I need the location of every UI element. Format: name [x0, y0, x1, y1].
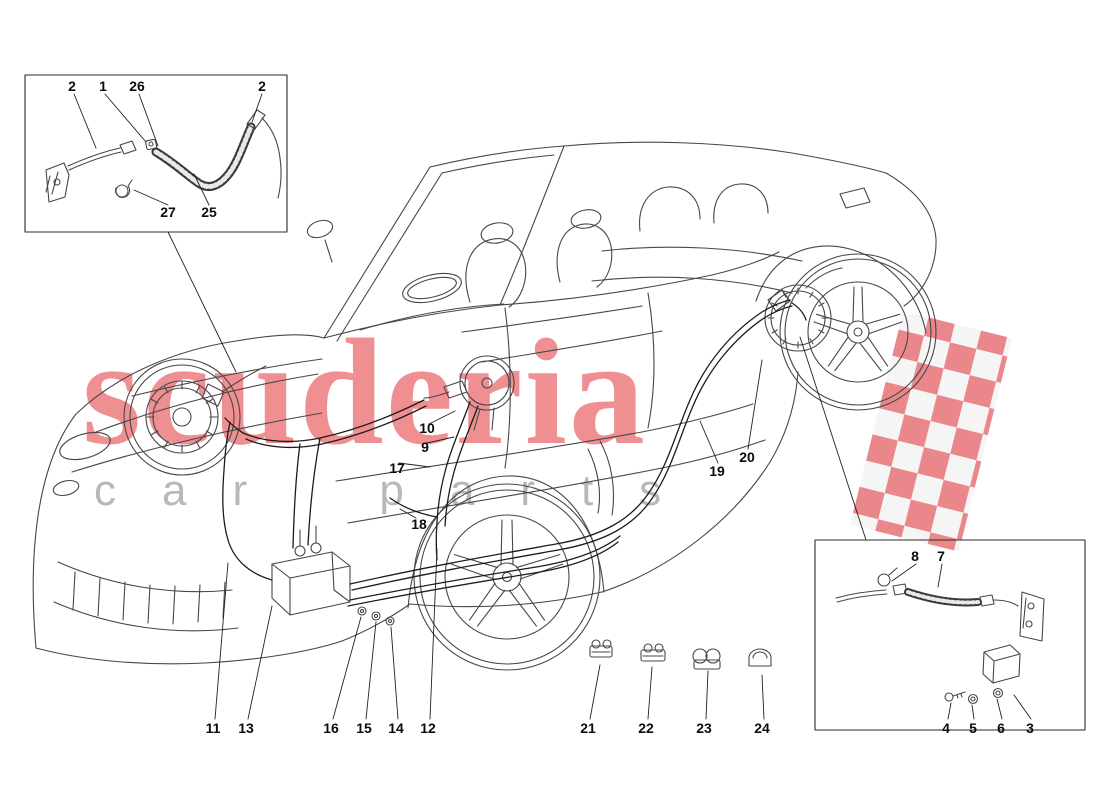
- car-front-and-hood: [32, 334, 411, 665]
- part-callout: 27: [160, 204, 176, 220]
- part-callout: 17: [389, 460, 405, 476]
- part-callout: 5: [969, 720, 977, 736]
- part-callout: 7: [937, 548, 945, 564]
- side-mirror: [306, 219, 334, 239]
- part-callout: 1: [99, 78, 107, 94]
- part-callout: 19: [709, 463, 725, 479]
- part-callout: 25: [201, 204, 217, 220]
- front-wheel: [407, 475, 605, 671]
- part-callout: 2: [68, 78, 76, 94]
- part-callout: 26: [129, 78, 145, 94]
- part-callout: 13: [238, 720, 254, 736]
- hydraulic-control-unit: [271, 525, 395, 626]
- checkered-flag-watermark: [850, 314, 1013, 552]
- rear-deck: [499, 141, 937, 334]
- brake-pipes: [222, 299, 807, 607]
- rear-wheel: [779, 253, 937, 411]
- part-callout: 3: [1026, 720, 1034, 736]
- part-callout: 24: [754, 720, 770, 736]
- inset-front-hose-detail: [24, 74, 288, 233]
- callout-leader-lines: [73, 93, 1032, 720]
- part-callout: 15: [356, 720, 372, 736]
- front-left-brake-assembly: [123, 358, 267, 476]
- part-callout: 14: [388, 720, 404, 736]
- part-callout: 23: [696, 720, 712, 736]
- brake-booster: [423, 355, 515, 431]
- part-callout: 4: [942, 720, 950, 736]
- pipe-clamp-parts: [589, 639, 772, 670]
- rear-brake-assembly: [764, 267, 843, 352]
- part-callout: 20: [739, 449, 755, 465]
- doors-and-side: [335, 292, 799, 608]
- inset-rear-hose-detail: [814, 539, 1086, 731]
- part-callout: 9: [421, 439, 429, 455]
- part-callout: 12: [420, 720, 436, 736]
- part-callout: 11: [205, 720, 221, 736]
- part-callout: 6: [997, 720, 1005, 736]
- cockpit-and-seats: [359, 183, 769, 363]
- part-callout: 22: [638, 720, 654, 736]
- part-callout: 21: [580, 720, 596, 736]
- part-callout: 2: [258, 78, 266, 94]
- windshield: [306, 145, 565, 342]
- part-callout: 16: [323, 720, 339, 736]
- part-callout: 8: [911, 548, 919, 564]
- part-callout: 10: [419, 420, 435, 436]
- part-callout: 18: [411, 516, 427, 532]
